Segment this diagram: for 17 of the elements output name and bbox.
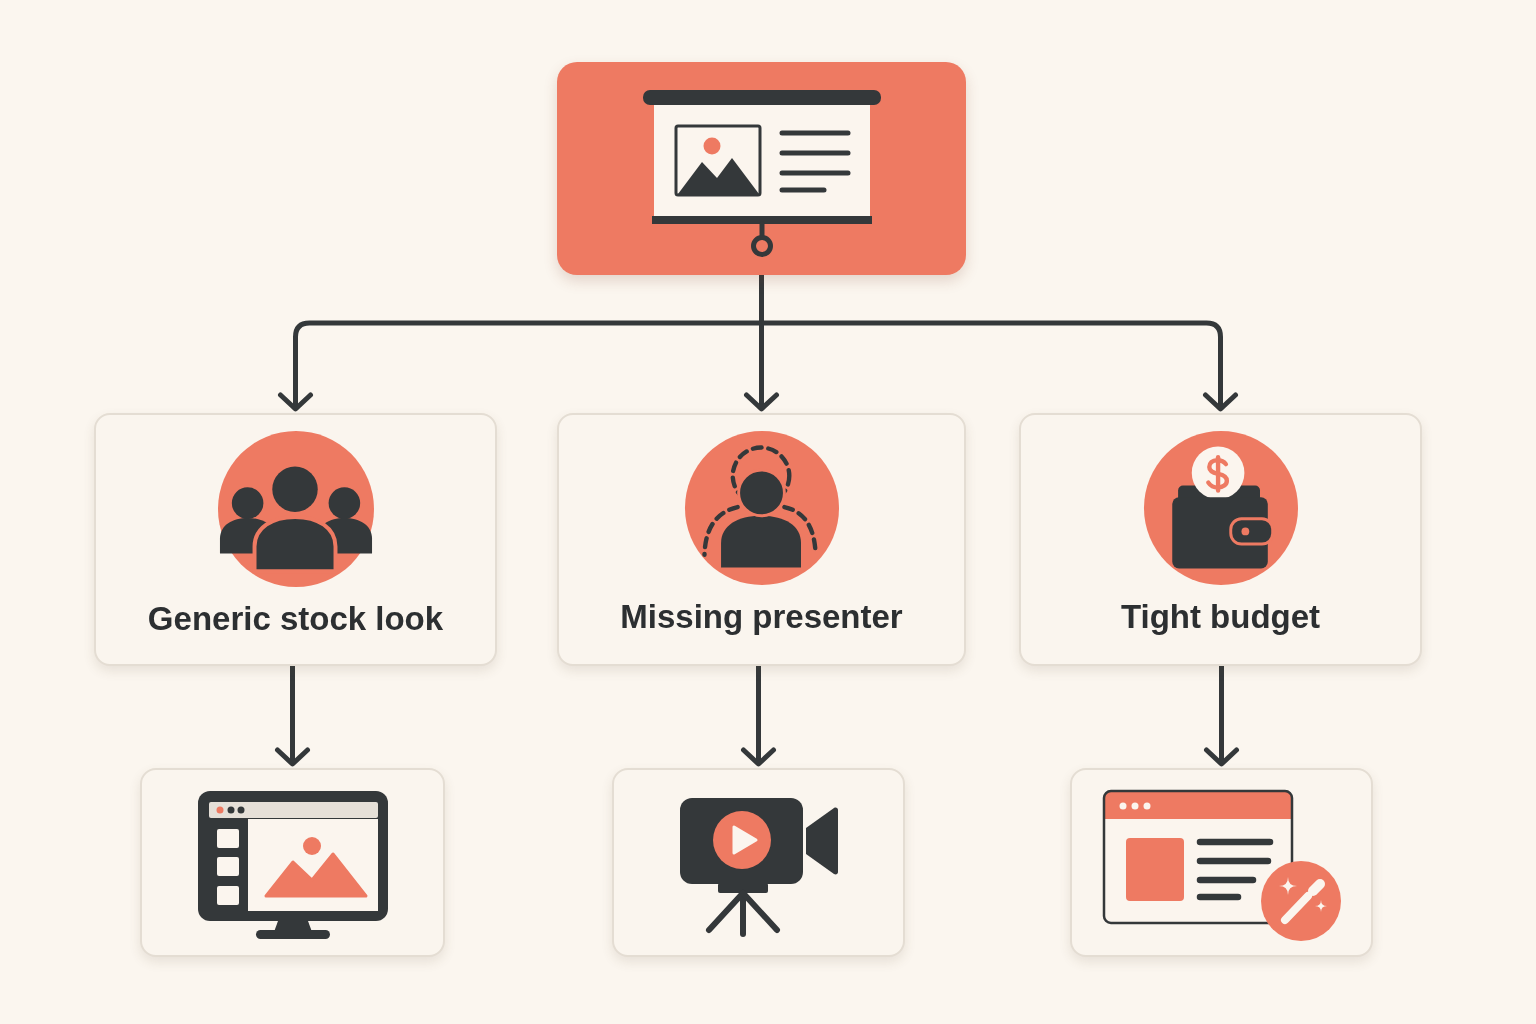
icon-card: [612, 768, 905, 957]
card-label: Missing presenter: [619, 598, 904, 636]
arrow: [278, 320, 762, 412]
arrow: [741, 666, 776, 767]
category-card: [557, 413, 966, 666]
category-card: [1019, 413, 1422, 666]
card-label: Tight budget: [1119, 598, 1322, 636]
arrow: [275, 666, 310, 767]
icon-card: [1070, 768, 1373, 957]
icon-card: [140, 768, 445, 957]
connector-line: [759, 275, 764, 323]
arrow: [744, 323, 779, 412]
category-card: [94, 413, 497, 666]
card-label: Generic stock look: [146, 600, 445, 638]
arrow: [1204, 666, 1239, 767]
header-card: [557, 62, 966, 275]
arrow: [761, 320, 1238, 412]
